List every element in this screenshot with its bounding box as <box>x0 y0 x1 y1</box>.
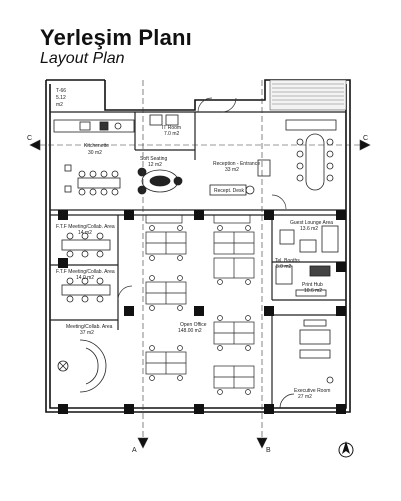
label-open-office-name: Open Office <box>180 322 207 328</box>
label-soft-seating-name: Soft Seating <box>140 156 167 162</box>
kitchenette-counter <box>53 119 135 133</box>
label-tel-booths-area: 5.0 m2 <box>276 264 292 270</box>
meeting-round-table <box>57 339 107 393</box>
label-reception-name: Reception - Entrance <box>213 161 260 167</box>
label-print-hub-name: Print Hub <box>302 282 323 288</box>
ftf-meeting-tables <box>61 232 111 303</box>
label-reception-area: 33 m2 <box>225 167 239 173</box>
conference-table <box>285 119 337 191</box>
label-executive-room-name: Executive Room <box>294 388 330 394</box>
label-top-left-line2: 5.12 <box>56 95 66 101</box>
it-racks <box>149 114 179 126</box>
hatched-zone <box>269 79 347 111</box>
doors <box>117 97 287 301</box>
label-it-room-area: 7.0 m2 <box>164 131 180 137</box>
workstations <box>145 214 255 389</box>
label-kitchenette-area: 30 m2 <box>88 150 102 156</box>
label-top-left-line1: T-66 <box>56 88 66 94</box>
kitchenette-tables <box>64 164 121 196</box>
label-print-hub-area: 10.6 m2 <box>304 288 322 294</box>
label-ftf-2-area: 14.0 m2 <box>76 275 94 281</box>
section-mark-a: A <box>132 447 137 454</box>
label-guest-lounge-area: 13.6 m2 <box>300 226 318 232</box>
workstation-chairs[interactable] <box>149 225 251 395</box>
section-mark-c-left: C <box>27 135 32 142</box>
label-executive-room-area: 27 m2 <box>298 394 312 400</box>
reception-desk-furniture <box>209 159 271 196</box>
label-meeting-collab-name: Meeting/Collab. Area <box>66 324 113 330</box>
label-tel-booths-name: Tel. Booths <box>275 258 300 264</box>
label-ftf-1-area: 14 m2 <box>78 230 92 236</box>
soft-seating-furniture <box>137 167 183 195</box>
label-meeting-collab-area: 37 m2 <box>80 330 94 336</box>
label-open-office-area: 148.00 m2 <box>178 328 202 334</box>
page-title: Yerleşim Planı <box>40 25 192 50</box>
label-guest-lounge-name: Guest Lounge Area <box>290 220 333 226</box>
label-it-room-name: IT Room <box>162 125 181 131</box>
north-arrow-icon <box>338 441 354 458</box>
label-kitchenette-name: Kitchenette <box>84 143 109 149</box>
section-mark-b: B <box>266 447 271 454</box>
section-lines <box>29 80 371 449</box>
structural-columns <box>58 210 346 414</box>
right-rooms-furniture <box>275 225 339 409</box>
label-soft-seating-area: 12 m2 <box>148 162 162 168</box>
label-top-left-line3: m2 <box>56 102 63 108</box>
label-ftf-1-name: F.T.F Meeting/Collab. Area <box>56 224 115 230</box>
label-ftf-2-name: F.T.F Meeting/Collab. Area <box>56 269 115 275</box>
label-reception-desk: Recept. Desk <box>214 188 245 194</box>
page-subtitle: Layout Plan <box>40 50 125 67</box>
section-mark-c-right: C <box>363 135 368 142</box>
